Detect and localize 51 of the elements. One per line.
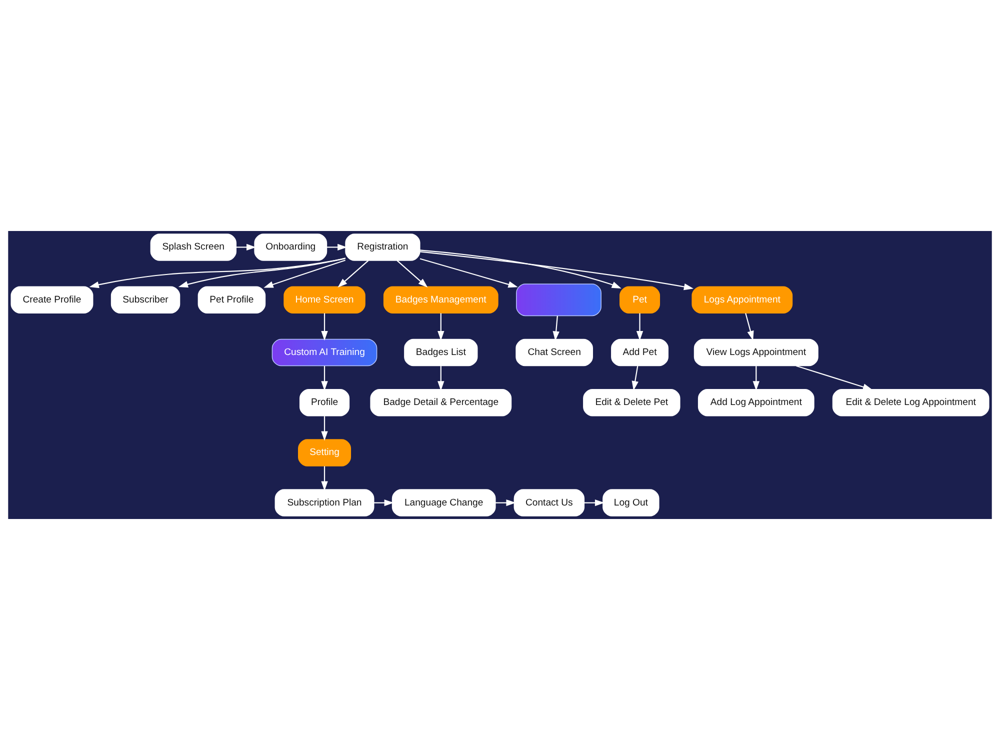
node-box: Add Log Appointment bbox=[698, 389, 814, 416]
arrow bbox=[264, 260, 346, 288]
node-box: Create Profile bbox=[10, 286, 94, 314]
node-box: Language Change bbox=[392, 489, 496, 516]
arrow bbox=[745, 313, 754, 341]
arrow bbox=[321, 416, 328, 441]
node-box: Custom AI Training bbox=[272, 338, 378, 366]
arrow bbox=[396, 260, 428, 288]
node-box: Setting bbox=[298, 439, 352, 466]
arrow bbox=[632, 366, 638, 391]
arrow bbox=[321, 366, 328, 391]
node-box: Subscriber bbox=[110, 286, 180, 314]
arrow bbox=[420, 250, 622, 289]
node-box bbox=[516, 284, 602, 316]
arrow bbox=[495, 499, 516, 506]
node-box: Badge Detail & Percentage bbox=[370, 389, 512, 416]
node-box: Pet Profile bbox=[198, 286, 266, 314]
node-box: Edit & Delete Log Appointment bbox=[832, 389, 990, 416]
arrow bbox=[374, 499, 394, 506]
node-box: Onboarding bbox=[254, 234, 328, 261]
node-box: Badges Management bbox=[383, 286, 498, 314]
node-box: Profile bbox=[299, 389, 350, 416]
node-box: Pet bbox=[620, 286, 660, 314]
node-box: Badges List bbox=[404, 338, 478, 366]
arrow bbox=[552, 316, 560, 341]
arrow bbox=[326, 244, 348, 251]
node-box: Log Out bbox=[602, 489, 660, 516]
node-box: Subscription Plan bbox=[274, 489, 374, 516]
node-box: Chat Screen bbox=[516, 338, 593, 366]
arrow bbox=[420, 258, 518, 288]
arrow bbox=[420, 251, 694, 290]
arrow bbox=[236, 244, 256, 251]
node-box: Contact Us bbox=[514, 489, 585, 516]
arrow bbox=[438, 313, 444, 341]
arrow bbox=[636, 313, 644, 341]
arrow bbox=[89, 258, 346, 288]
arrow bbox=[796, 365, 873, 390]
arrow bbox=[321, 466, 328, 491]
arrow bbox=[321, 313, 328, 341]
arrow bbox=[584, 499, 605, 506]
node-box: Logs Appointment bbox=[692, 286, 793, 314]
node-box: Splash Screen bbox=[150, 234, 236, 261]
arrow bbox=[752, 366, 760, 391]
node-box: Home Screen bbox=[284, 286, 366, 314]
node-box: Edit & Delete Pet bbox=[583, 389, 680, 416]
arrow bbox=[338, 260, 369, 288]
node-box: View Logs Appointment bbox=[694, 338, 818, 366]
node-box: Add Pet bbox=[611, 338, 668, 366]
node-box: Registration bbox=[345, 234, 420, 261]
arrow bbox=[178, 258, 346, 288]
arrow bbox=[438, 366, 444, 391]
